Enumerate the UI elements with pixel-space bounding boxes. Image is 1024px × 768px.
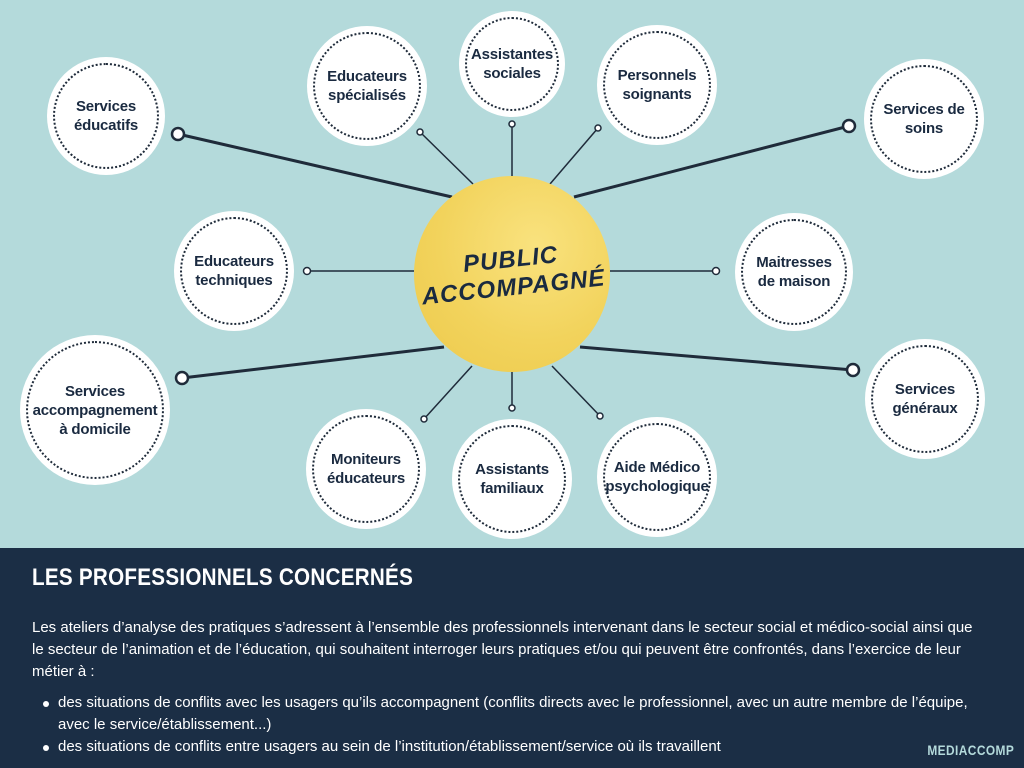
connector-lines — [170, 118, 861, 423]
connector-services-educatifs — [177, 132, 453, 199]
node-label: Moniteurs éducateurs — [326, 451, 406, 487]
node-label: Aide Médico psychologique — [605, 459, 709, 495]
connector-end-maitresses-maison — [711, 266, 721, 276]
node-label: Services de soins — [883, 101, 965, 137]
connector-end-assistants-familiaux — [508, 404, 516, 412]
connector-end-educateurs-techniques — [302, 266, 312, 276]
connector-personnels-soignants — [549, 127, 599, 185]
connector-aide-medico — [551, 365, 601, 417]
connector-educateurs-specialises — [419, 131, 474, 185]
node-label: Assistantes sociales — [470, 46, 553, 82]
connector-end-services-educatifs — [170, 126, 186, 142]
node-services-educatifs: Services éducatifs — [47, 57, 165, 175]
bullet-item: des situations de conflits entre usagers… — [32, 736, 992, 758]
brand-logo: MEDIACCOMP — [927, 742, 1014, 758]
node-educateurs-specialises: Educateurs spécialisés — [307, 26, 427, 146]
center-node-public-accompagne: PUBLIC ACCOMPAGNÉ — [414, 176, 610, 372]
node-educateurs-techniques: Educateurs techniques — [174, 211, 294, 331]
node-services-generaux: Services généraux — [865, 339, 985, 459]
node-label: Services éducatifs — [73, 98, 139, 134]
node-services-de-soins: Services de soins — [864, 59, 984, 179]
connector-moniteurs-educateurs — [423, 365, 473, 420]
node-label: Educateurs spécialisés — [327, 68, 407, 104]
connector-end-aide-medico — [596, 412, 604, 420]
node-label: Personnels soignants — [617, 67, 697, 103]
node-label: Services accompagnement à domicile — [32, 382, 158, 438]
connector-end-assistantes-sociales — [508, 120, 516, 128]
section-title: LES PROFESSIONNELS CONCERNÉS — [32, 564, 414, 591]
connector-end-services-generaux — [845, 362, 861, 378]
node-assistants-familiaux: Assistants familiaux — [452, 419, 572, 539]
connector-end-services-domicile — [174, 370, 190, 386]
bullet-item: des situations de conflits avec les usag… — [32, 692, 992, 736]
node-personnels-soignants: Personnels soignants — [597, 25, 717, 145]
node-label: Assistants familiaux — [475, 461, 549, 497]
connector-end-personnels-soignants — [594, 124, 602, 132]
node-label: Maitresses de maison — [756, 254, 832, 290]
node-aide-medico-psychologique: Aide Médico psychologique — [597, 417, 717, 537]
node-label: Services généraux — [892, 381, 958, 417]
connector-services-soins — [573, 124, 850, 199]
center-label: PUBLIC ACCOMPAGNÉ — [420, 241, 607, 311]
node-services-accompagnement-domicile: Services accompagnement à domicile — [20, 335, 170, 485]
connector-services-domicile — [181, 345, 445, 380]
intro-paragraph: Les ateliers d’analyse des pratiques s’a… — [32, 619, 973, 680]
connector-end-educateurs-specialises — [416, 128, 424, 136]
info-panel: LES PROFESSIONNELS CONCERNÉS Les atelier… — [0, 548, 1024, 768]
connector-services-generaux — [579, 345, 854, 372]
org-diagram: Services éducatifs Educateurs spécialisé… — [20, 11, 985, 539]
node-maitresses-de-maison: Maitresses de maison — [735, 213, 853, 331]
bullet-list: des situations de conflits avec les usag… — [32, 692, 992, 758]
connector-end-moniteurs-educateurs — [420, 415, 428, 423]
node-assistantes-sociales: Assistantes sociales — [459, 11, 565, 117]
connector-end-services-soins — [841, 118, 857, 134]
node-label: Educateurs techniques — [194, 253, 274, 289]
node-moniteurs-educateurs: Moniteurs éducateurs — [306, 409, 426, 529]
